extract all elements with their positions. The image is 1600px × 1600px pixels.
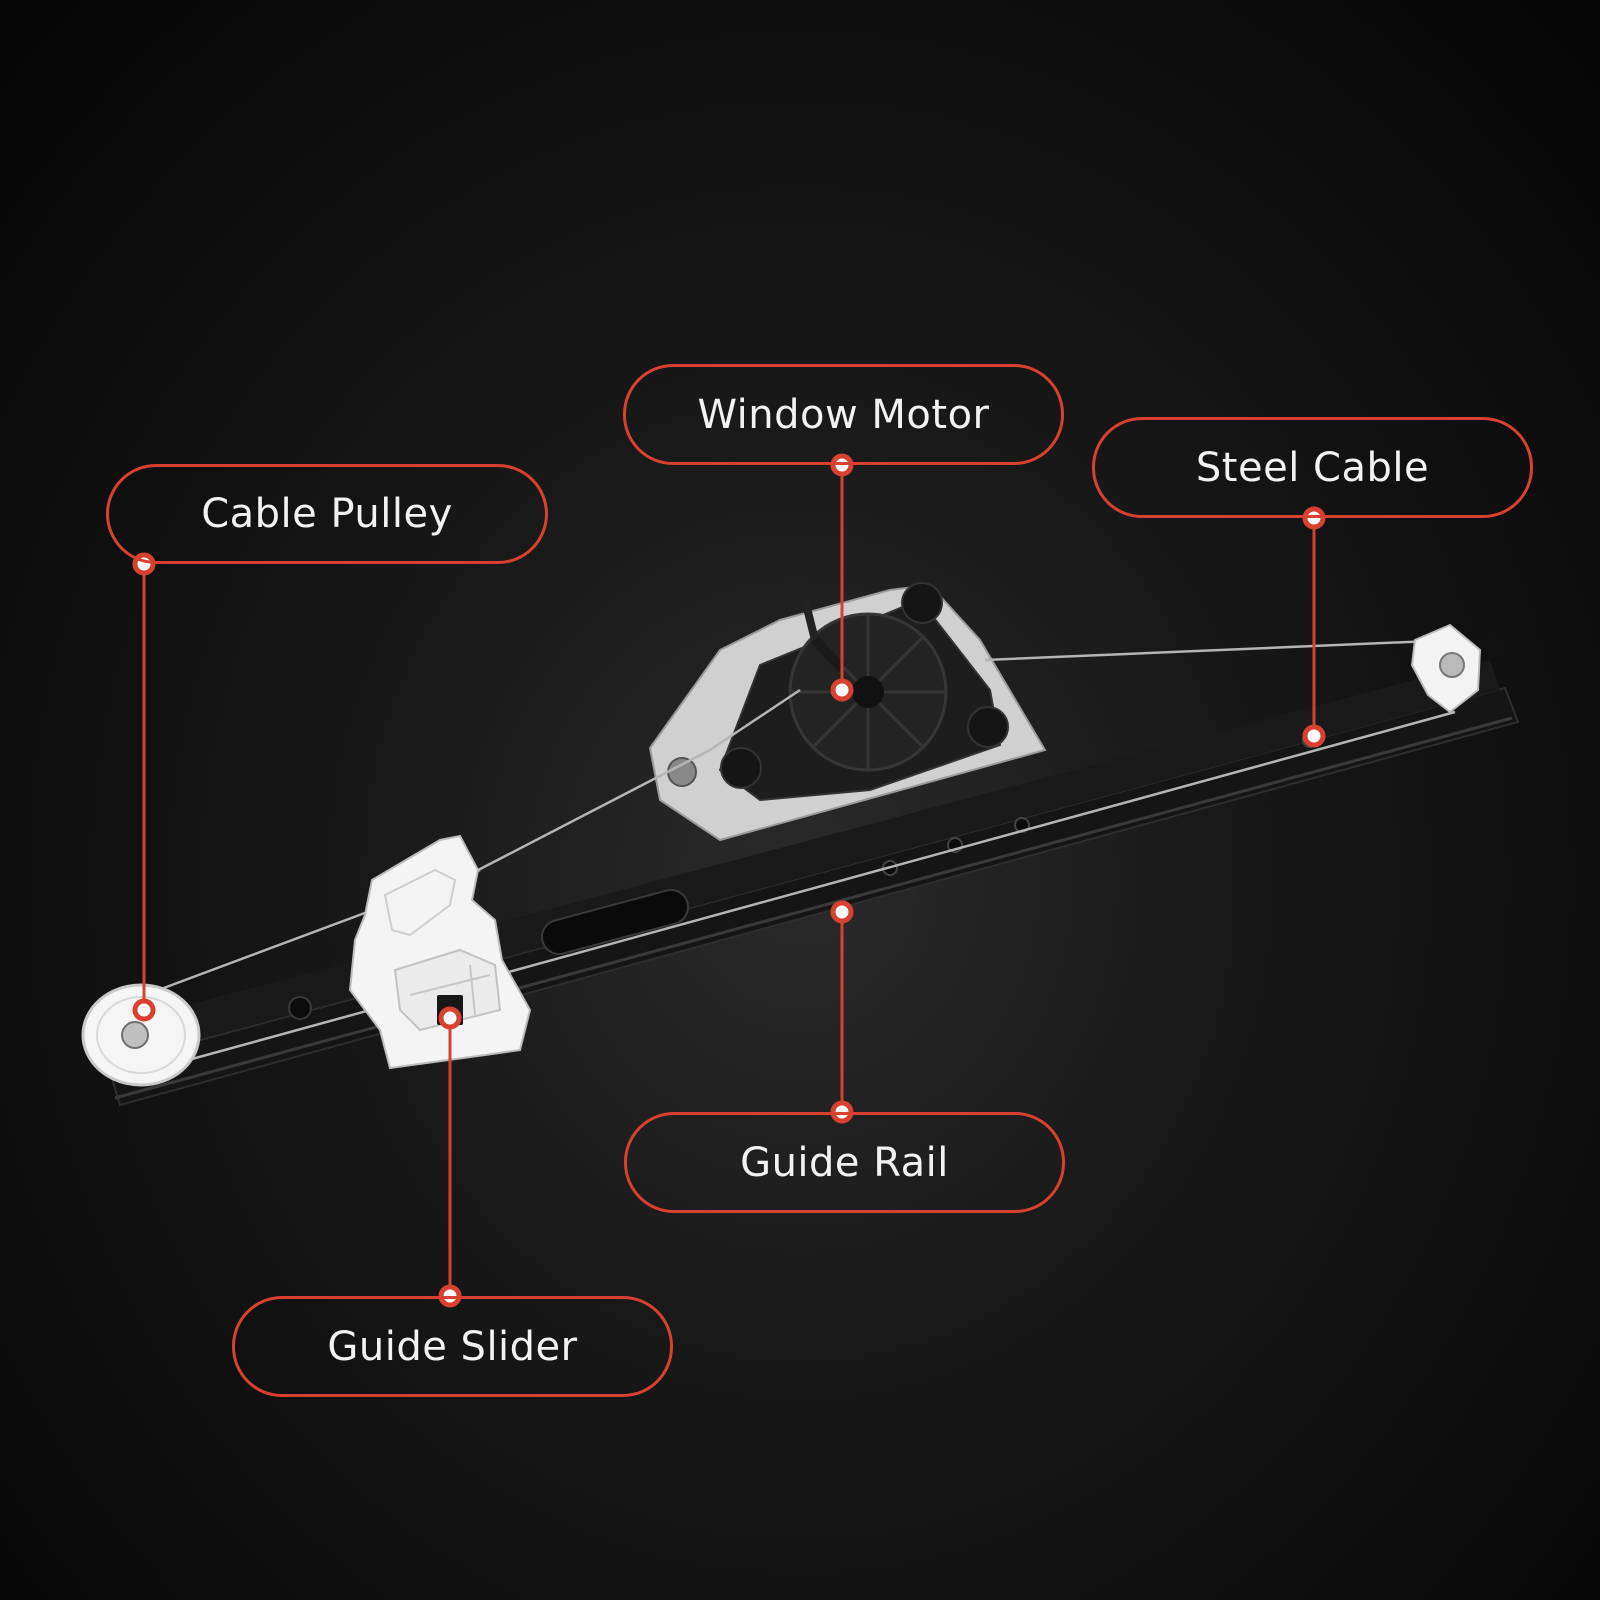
cable-pulley-wheel — [81, 983, 201, 1087]
label-guide-slider: Guide Slider — [232, 1296, 673, 1397]
label-cable-pulley: Cable Pulley — [106, 464, 548, 564]
label-steel-cable: Steel Cable — [1092, 417, 1533, 518]
dot-guide-slider-target — [438, 1006, 462, 1030]
window-motor-housing — [718, 582, 1009, 802]
dot-window-motor-label — [830, 453, 854, 477]
label-window-motor: Window Motor — [623, 364, 1064, 465]
dot-steel-cable-label — [1302, 506, 1326, 530]
dot-cable-pulley-target — [132, 998, 156, 1022]
callout-lines — [142, 465, 1316, 1296]
dot-guide-rail-target — [830, 900, 854, 924]
guide-slider-carrier — [348, 834, 532, 1070]
dot-steel-cable-target — [1302, 724, 1326, 748]
upper-pulley — [1410, 623, 1504, 714]
rail-slot — [540, 888, 690, 956]
dot-window-motor-target — [830, 678, 854, 702]
label-guide-rail: Guide Rail — [624, 1112, 1065, 1213]
